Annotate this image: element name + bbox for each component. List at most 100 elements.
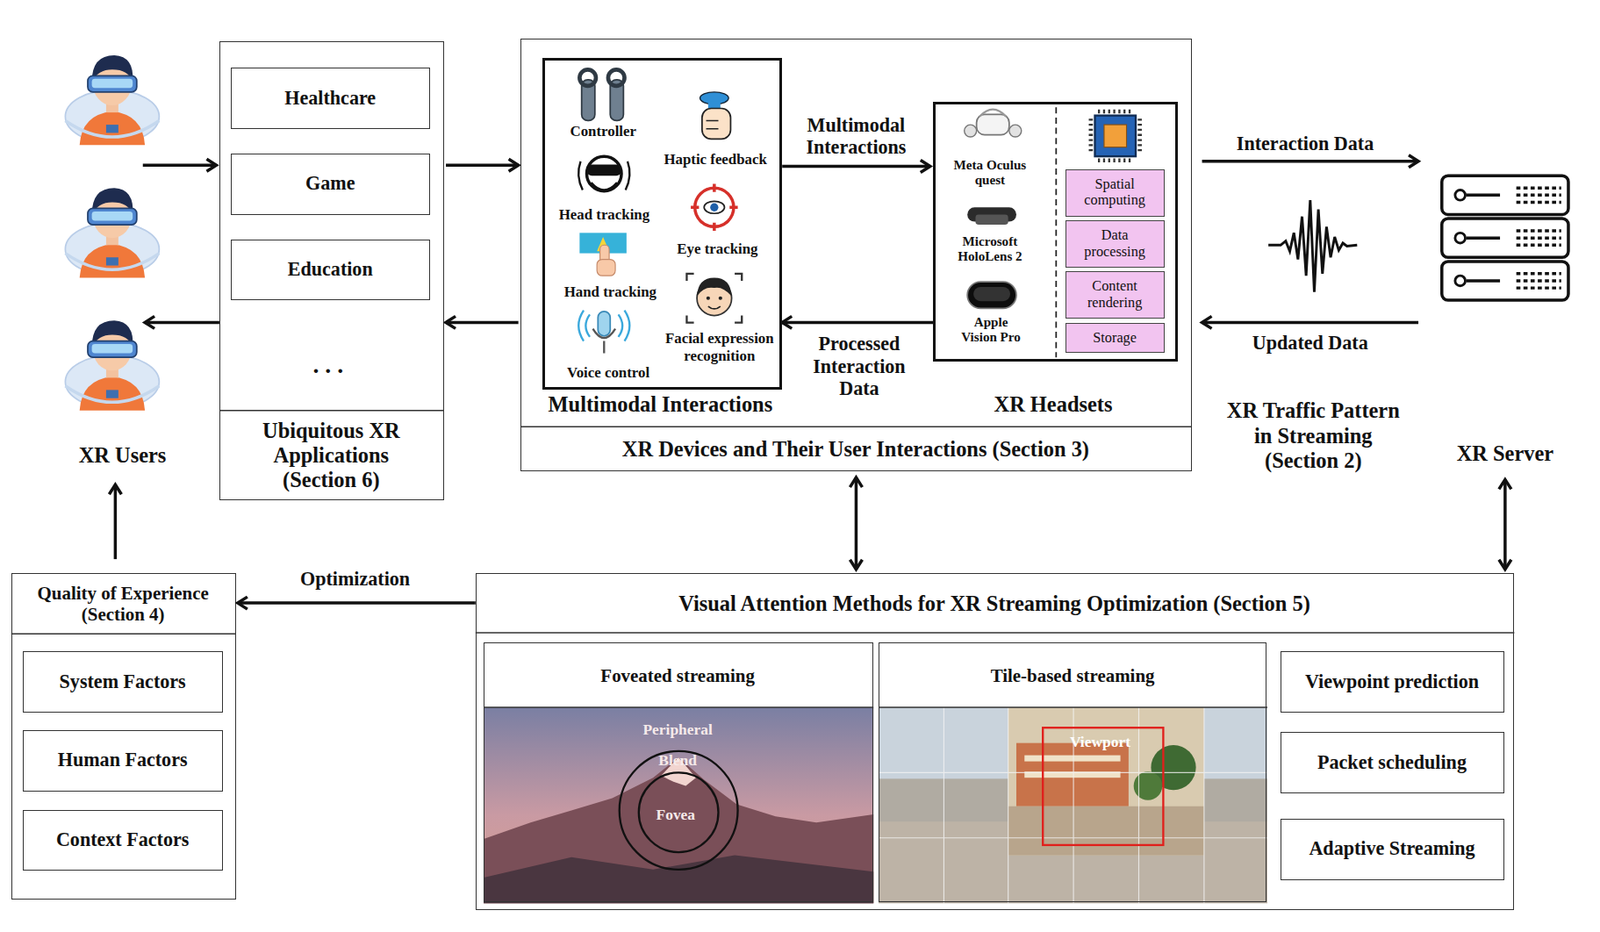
application-box: Game: [230, 153, 431, 216]
header-divider: [878, 706, 1268, 709]
node-text: Quality of Experience (Section 4): [15, 582, 230, 625]
node-text: Tile-based streaming: [883, 665, 1262, 687]
application-box: Healthcare: [230, 67, 431, 130]
eye-shape: [703, 200, 725, 214]
dashed-divider: [1054, 107, 1057, 358]
factor-box: System Factors: [22, 651, 223, 713]
haptic-icon: [700, 92, 732, 139]
server-unit: [1442, 175, 1569, 215]
divider-line: [475, 631, 1515, 634]
node-text: Peripheral: [616, 720, 740, 739]
node-text: XR Headsets: [951, 392, 1156, 417]
device-panel: XR Devices and Their User Interactions (…: [520, 38, 1192, 472]
server-light: [1455, 275, 1466, 287]
node-text: Meta Oculus quest: [944, 157, 1037, 188]
method-box: Foveated streamingPeripheralBlendFovea: [483, 642, 874, 903]
node-text: Blend: [637, 751, 719, 769]
factor-box: Human Factors: [22, 730, 223, 792]
scan-brackets: [686, 273, 742, 323]
user-icon: [64, 55, 159, 145]
headset-strap: [979, 109, 1006, 117]
node-text: System Factors: [28, 670, 218, 693]
node-text: Context Factors: [28, 828, 218, 851]
factor-box: Context Factors: [22, 810, 223, 872]
node-text: ...: [290, 351, 373, 380]
motion-arcs: [578, 161, 630, 191]
building-windows: [1024, 755, 1120, 762]
tile-grid: [878, 707, 1268, 904]
hand-shape: [702, 107, 732, 139]
tree-shape: [1133, 771, 1163, 801]
flow-arrow: [1202, 321, 1419, 325]
function-box: Data processing: [1065, 220, 1165, 267]
headset-band: [587, 164, 623, 176]
node-text: Adaptive Streaming: [1284, 838, 1500, 861]
finger-lines: [706, 120, 719, 129]
edge-label: Multimodal Interactions: [789, 113, 923, 158]
controller-ring: [608, 69, 625, 87]
face-eye: [706, 296, 711, 301]
headset-box: XR HeadsetsMeta Oculus questMicrosoft Ho…: [932, 101, 1178, 362]
foreground-hill: [483, 855, 874, 905]
node-text: Viewport: [1044, 732, 1157, 751]
node-text: Apple Vision Pro: [956, 314, 1027, 345]
haptic-device: [708, 100, 721, 108]
flow-arrow: [143, 164, 217, 168]
node-text: XR Devices and Their User Interactions (…: [529, 437, 1183, 462]
node-text: Viewpoint prediction: [1284, 670, 1500, 693]
hololens-icon: [967, 207, 1017, 225]
method-panel: Visual Attention Methods for XR Streamin…: [475, 573, 1515, 911]
server-slot: [1466, 194, 1500, 281]
vision-pro-glass: [973, 286, 1011, 302]
head-tracking-icon: [578, 156, 630, 192]
eye-iris: [710, 203, 718, 212]
beard-line: [590, 182, 618, 191]
node-text: Controller: [552, 122, 654, 140]
node-text: Facial expression recognition: [655, 330, 783, 365]
headset-body: [976, 114, 1010, 135]
edge-label: Optimization: [273, 568, 438, 591]
node-text: Game: [236, 172, 425, 195]
tile-image: [878, 707, 1268, 904]
node-text: XR Users: [45, 442, 199, 467]
face-eye: [718, 296, 723, 301]
function-box: Spatial computing: [1065, 169, 1165, 216]
edge-label: Processed Interaction Data: [800, 332, 919, 400]
blend-circle: [619, 751, 739, 870]
viewport-rect: [1042, 727, 1163, 846]
viewport-scene: [1008, 707, 1205, 856]
hand-tracking-icon: [579, 232, 626, 276]
server-icon: [1442, 175, 1569, 301]
node-text: Haptic feedback: [653, 150, 777, 168]
node-text: Visual Attention Methods for XR Streamin…: [535, 591, 1454, 617]
mic-capsule: [597, 311, 610, 337]
edge-label: Interaction Data: [1192, 132, 1418, 155]
foveated-image: [483, 707, 874, 904]
node-text: Head tracking: [547, 207, 661, 224]
header-divider: [483, 706, 874, 709]
node-text: Eye tracking: [661, 240, 775, 258]
node-text: Fovea: [634, 805, 717, 824]
node-text: Voice control: [552, 364, 665, 381]
oculus-icon: [964, 109, 1022, 137]
node-text: XR Server: [1428, 441, 1582, 467]
flow-arrow: [144, 321, 220, 325]
server-light: [1455, 190, 1466, 201]
palm-shape: [596, 259, 616, 277]
edge-label: Updated Data: [1208, 331, 1414, 354]
server-light: [1455, 232, 1466, 244]
flow-arrow: [1503, 479, 1507, 569]
node-text: Hand tracking: [553, 283, 667, 301]
interaction-box: Multimodal InteractionsControllerHaptic …: [542, 57, 783, 390]
server-unit: [1442, 261, 1569, 301]
hololens-visor: [975, 214, 1008, 225]
node-text: Content rendering: [1070, 278, 1160, 311]
plaza-ground: [1008, 806, 1205, 856]
technique-box: Viewpoint prediction: [1280, 651, 1506, 713]
sound-arcs: [578, 310, 630, 342]
panorama-area: [878, 707, 1268, 904]
flow-arrow: [237, 601, 476, 605]
vision-pro-body: [967, 281, 1017, 309]
qoe-panel: Quality of Experience (Section 4) System …: [11, 573, 237, 900]
